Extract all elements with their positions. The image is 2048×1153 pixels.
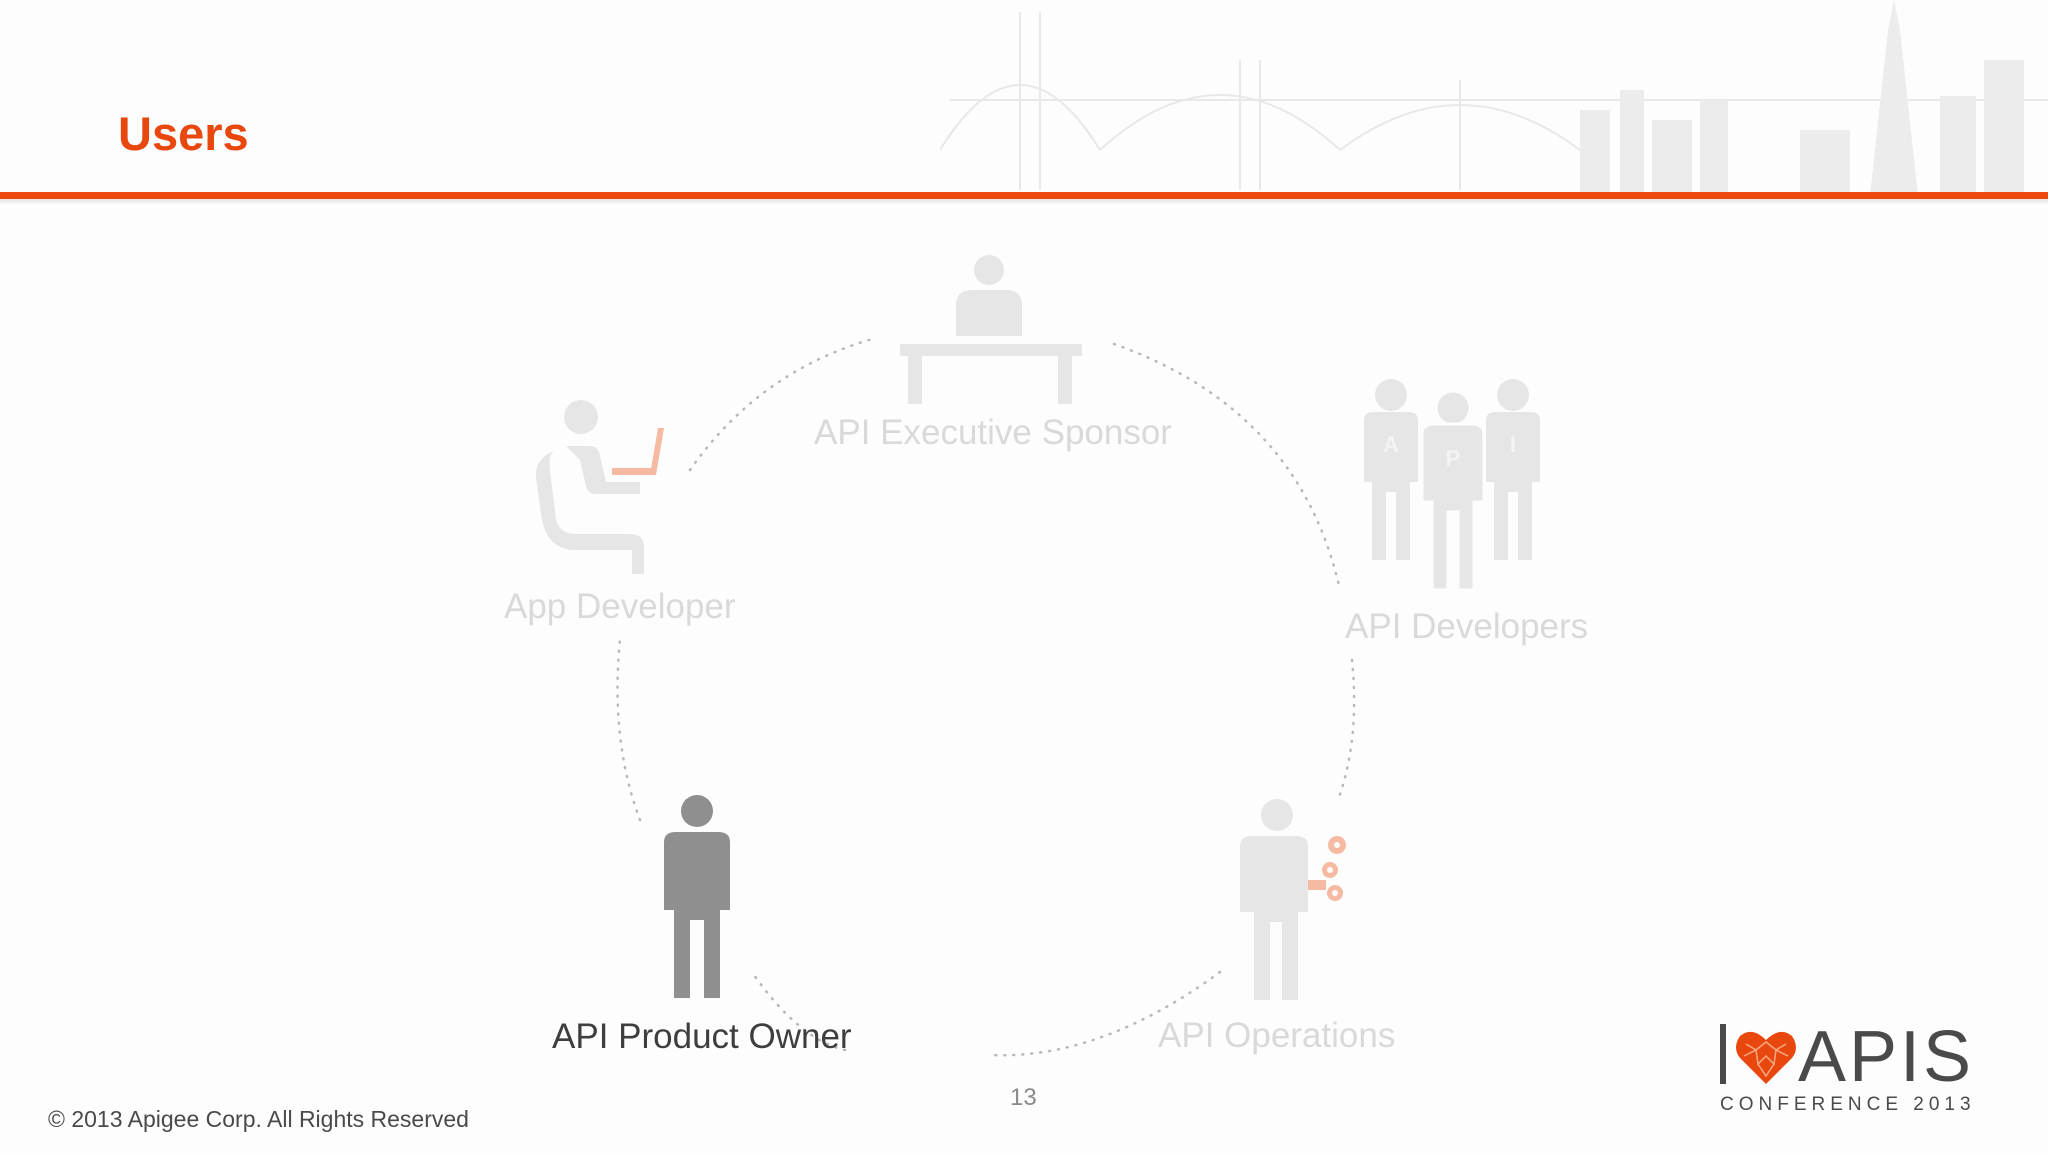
cycle-arc-left	[616, 638, 642, 822]
slide-title: Users	[118, 107, 249, 160]
logo-subtitle: CONFERENCE 2013	[1720, 1094, 1976, 1115]
cycle-arc-top-right	[1112, 342, 1342, 592]
api-developers-label: API Developers	[1345, 607, 1589, 646]
title-underline-shadow	[0, 199, 2048, 205]
product-owner-label: API Product Owner	[552, 1017, 852, 1056]
app-developer-icon	[535, 400, 664, 574]
logo-apis-text: APIS	[1798, 1017, 1975, 1097]
skyline-background-image	[940, 0, 2048, 196]
app-developer-label: App Developer	[504, 587, 736, 626]
cycle-arc-bottom-right	[988, 970, 1222, 1057]
api-letter-a: A	[1383, 432, 1399, 457]
cycle-arc-top-left	[688, 336, 878, 472]
cycle-arc-bottom-left	[752, 973, 847, 1052]
executive-sponsor-label: API Executive Sponsor	[814, 413, 1172, 452]
heart-icon	[1736, 1031, 1796, 1084]
api-letter-p: P	[1446, 446, 1461, 471]
operations-icon	[1240, 799, 1346, 1000]
api-developers-icon	[1364, 379, 1540, 592]
copyright-notice: © 2013 Apigee Corp. All Rights Reserved	[48, 1106, 469, 1132]
api-letter-i: I	[1510, 432, 1516, 457]
executive-sponsor-icon	[900, 255, 1082, 404]
logo-i-letter	[1720, 1024, 1726, 1084]
operations-label: API Operations	[1158, 1016, 1396, 1055]
cycle-arc-right	[1336, 658, 1356, 802]
i-love-apis-logo: APIS CONFERENCE 2013	[1716, 1018, 1971, 1118]
title-underline	[0, 192, 2048, 199]
page-number: 13	[1010, 1084, 1037, 1111]
product-owner-icon	[664, 795, 730, 998]
